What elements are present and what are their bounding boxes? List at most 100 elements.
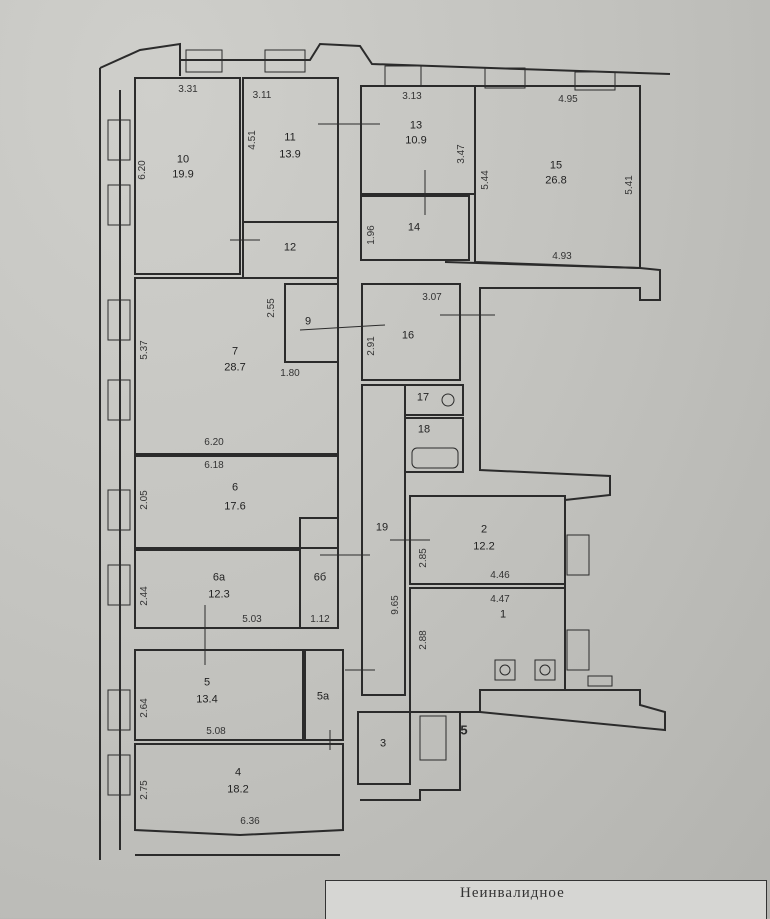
dim-label: 3.47	[456, 144, 467, 164]
room-2-area: 12.2	[473, 540, 495, 553]
room-6b-number: 6б	[313, 571, 327, 584]
dim-label: 1.80	[280, 368, 300, 379]
room-15-number: 15	[549, 159, 563, 172]
dim-label: 4.51	[247, 130, 258, 150]
room-19-number: 19	[375, 521, 389, 534]
room-11-number: 11	[284, 131, 296, 144]
stamp-text: Неинвалидное	[460, 885, 565, 901]
dim-label: 3.31	[178, 84, 198, 95]
room-18-number: 18	[417, 423, 431, 436]
room-3-number: 3	[379, 737, 387, 750]
room-4-area: 18.2	[227, 783, 249, 796]
window	[264, 49, 306, 73]
room-12-number: 12	[283, 241, 297, 254]
stamp-box	[325, 880, 767, 919]
wall-right-ledge	[444, 261, 661, 501]
dim-label: 2.44	[139, 586, 150, 606]
dim-label: 4.46	[490, 570, 510, 581]
outer-wall-west	[99, 42, 671, 860]
room-10-area: 19.9	[172, 168, 194, 181]
dim-label: 9.65	[390, 595, 401, 615]
room-9-number: 9	[304, 315, 312, 328]
dim-label: 3.13	[402, 91, 422, 102]
dim-label: 2.64	[139, 698, 150, 718]
room-11-area: 13.9	[279, 148, 301, 161]
room-10-number: 10	[176, 153, 190, 166]
stairs	[419, 715, 447, 761]
wall-room-9	[284, 283, 339, 363]
wall-room-5	[134, 649, 304, 741]
window	[107, 119, 131, 161]
wall-room-4	[134, 743, 344, 837]
dim-label: 5.03	[242, 614, 262, 625]
room-17-number: 17	[416, 391, 430, 404]
dim-label: 5.44	[480, 170, 491, 190]
dim-label: 2.75	[139, 780, 150, 800]
dim-label: 1.96	[366, 225, 377, 245]
dim-label: 2.91	[366, 336, 377, 356]
sink	[587, 675, 613, 687]
stove	[494, 659, 516, 681]
wall-room-18	[404, 417, 464, 473]
dim-label: 3.07	[422, 292, 442, 303]
wall-room-6b	[299, 517, 339, 629]
room-13-number: 13	[409, 119, 423, 132]
wall-room-7	[134, 277, 339, 455]
window	[107, 184, 131, 226]
dim-label: 5.41	[624, 175, 635, 195]
room-6a-number: 6а	[212, 571, 226, 584]
room-1-number: 1	[499, 608, 507, 621]
dim-label: 6.18	[204, 460, 224, 471]
window	[566, 629, 590, 671]
wall-room-5a	[304, 649, 344, 741]
room-5-area: 13.4	[196, 693, 218, 706]
bathtub	[411, 447, 459, 469]
window	[566, 534, 590, 576]
room-4-number: 4	[234, 766, 242, 779]
wall-room-16	[361, 283, 461, 381]
toilet	[441, 393, 455, 407]
dim-label: 5.08	[206, 726, 226, 737]
dim-label: 3.11	[252, 90, 272, 101]
window	[107, 564, 131, 606]
window	[574, 71, 616, 91]
window	[107, 754, 131, 796]
dim-label: 2.55	[266, 298, 277, 318]
room-13-area: 10.9	[405, 134, 427, 147]
wall-room-1	[409, 587, 566, 713]
wall-room-14	[360, 195, 470, 261]
dim-label: 6.36	[240, 816, 260, 827]
dim-label: 4.95	[558, 94, 578, 105]
room-6a-area: 12.3	[208, 588, 230, 601]
wall-right-annex	[479, 500, 666, 732]
window	[107, 379, 131, 421]
dim-label: 6.20	[204, 437, 224, 448]
room-6-area: 17.6	[224, 500, 246, 513]
room-7-area: 28.7	[224, 361, 246, 374]
entrance-label: 5	[460, 722, 468, 738]
dim-label: 5.37	[139, 340, 150, 360]
dim-label: 4.93	[552, 251, 572, 262]
room-7-number: 7	[231, 345, 239, 358]
window	[107, 689, 131, 731]
room-14-number: 14	[407, 221, 421, 234]
dim-label: 2.85	[418, 548, 429, 568]
window	[185, 49, 223, 73]
room-2-number: 2	[480, 523, 488, 536]
dim-label: 2.05	[139, 490, 150, 510]
wall-room-3	[357, 711, 411, 785]
window	[384, 65, 422, 87]
window	[107, 299, 131, 341]
wall-room-6	[134, 455, 339, 549]
dim-label: 1.12	[310, 614, 330, 625]
stove	[534, 659, 556, 681]
wall-room-10	[134, 77, 241, 275]
wall-entry-steps	[360, 711, 461, 801]
room-5a-number: 5а	[316, 690, 330, 703]
window	[107, 489, 131, 531]
room-15-area: 26.8	[545, 174, 567, 187]
room-6-number: 6	[231, 481, 239, 494]
window	[484, 67, 526, 89]
